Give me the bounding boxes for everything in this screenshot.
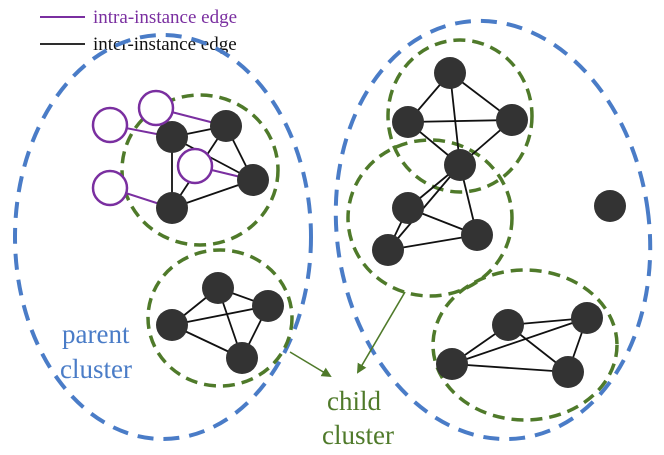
node xyxy=(436,348,468,380)
node xyxy=(210,110,242,142)
instance-node xyxy=(91,106,129,144)
cluster-e-nodes xyxy=(436,302,603,388)
node xyxy=(372,234,404,266)
parent-cluster-right xyxy=(333,18,653,442)
legend-intra-label: intra-instance edge xyxy=(93,7,237,28)
node xyxy=(496,104,528,136)
child-cluster-top-right xyxy=(386,38,534,194)
child-cluster-middle-right xyxy=(346,138,514,298)
node xyxy=(552,356,584,388)
cluster-a-nodes xyxy=(156,110,269,224)
child-cluster-bottom-right xyxy=(431,268,619,422)
child-cluster-label-line1: child xyxy=(327,386,381,416)
node xyxy=(156,121,188,153)
parent-cluster-left xyxy=(13,33,313,441)
legend: intra-instance edge inter-instance edge xyxy=(40,7,237,55)
node xyxy=(392,192,424,224)
parent-cluster-label-line2: cluster xyxy=(60,354,132,384)
cluster-cd-nodes xyxy=(372,57,528,266)
cluster-a-instances xyxy=(91,89,214,207)
arrow-to-child-label-right xyxy=(356,291,406,374)
instance-node xyxy=(176,147,214,185)
isolated-node xyxy=(594,190,626,222)
node xyxy=(571,302,603,334)
node xyxy=(156,309,188,341)
node xyxy=(252,290,284,322)
node xyxy=(156,192,188,224)
node xyxy=(434,57,466,89)
node xyxy=(202,272,234,304)
cluster-b-nodes xyxy=(156,272,284,374)
node xyxy=(461,219,493,251)
instance-node xyxy=(137,89,175,127)
node xyxy=(392,106,424,138)
legend-inter-label: inter-instance edge xyxy=(93,34,237,55)
node xyxy=(237,164,269,196)
node xyxy=(226,342,258,374)
node xyxy=(444,149,476,181)
node xyxy=(492,309,524,341)
child-cluster-label-line2: cluster xyxy=(322,420,394,450)
child-cluster-bottom-left xyxy=(146,248,294,388)
arrow-to-child-label-left xyxy=(289,351,332,378)
child-cluster-top-left xyxy=(120,93,280,247)
instance-node xyxy=(91,169,129,207)
parent-cluster-label-line1: parent xyxy=(62,319,130,349)
